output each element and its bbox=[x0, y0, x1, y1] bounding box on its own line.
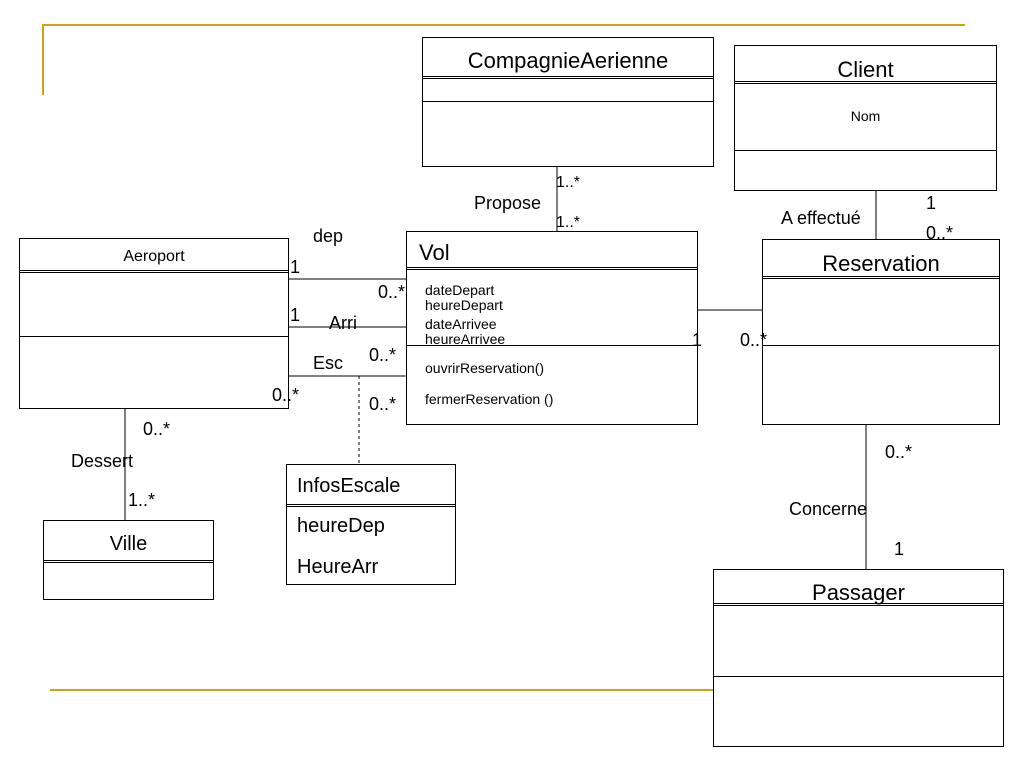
arri-label: Arri bbox=[329, 313, 357, 333]
effectue-mult-reservation: 0..* bbox=[926, 223, 954, 243]
class-separator bbox=[714, 603, 1003, 606]
class-separator bbox=[763, 345, 999, 346]
propose-mult-compagnie: 1..* bbox=[556, 174, 581, 191]
dessert-mult-ville: 1..* bbox=[128, 490, 156, 510]
class-client: Client Nom bbox=[734, 45, 997, 191]
dessert-label: Dessert bbox=[71, 451, 134, 471]
class-attribute: Nom bbox=[850, 108, 881, 124]
class-attribute: heureDepart bbox=[425, 297, 503, 313]
class-name: Client bbox=[837, 57, 894, 82]
concerne-label: Concerne bbox=[789, 499, 868, 519]
class-separator bbox=[20, 270, 288, 273]
dep-label: dep bbox=[313, 226, 344, 246]
propose-label: Propose bbox=[474, 193, 542, 213]
dessert-mult-aeroport: 0..* bbox=[143, 419, 171, 439]
dep-mult-vol: 0..* bbox=[378, 282, 406, 302]
concerne-mult-reservation: 0..* bbox=[885, 442, 913, 462]
esc-mult-aeroport: 0..* bbox=[272, 385, 300, 405]
class-attribute: HeureArr bbox=[297, 556, 379, 578]
dep-mult-aeroport: 1 bbox=[290, 257, 301, 277]
class-name: CompagnieAerienne bbox=[467, 48, 669, 73]
class-separator bbox=[407, 267, 697, 270]
class-separator bbox=[44, 560, 213, 563]
class-operation: ouvrirReservation() bbox=[425, 360, 545, 376]
esc-mult-vol: 0..* bbox=[369, 394, 397, 414]
class-separator bbox=[763, 276, 999, 279]
class-separator bbox=[423, 101, 713, 102]
class-compagnie-aerienne: CompagnieAerienne bbox=[422, 37, 714, 167]
arri-mult-aeroport: 1 bbox=[290, 305, 301, 325]
class-name: InfosEscale bbox=[297, 475, 401, 497]
class-reservation: Reservation bbox=[762, 239, 1000, 425]
class-attribute: dateDepart bbox=[425, 282, 495, 298]
class-attribute: heureArrivee bbox=[425, 331, 506, 347]
effectue-label: A effectué bbox=[781, 208, 861, 228]
class-operation: fermerReservation () bbox=[425, 391, 554, 407]
esc-mult-vol-upper: 0..* bbox=[369, 345, 397, 365]
class-separator bbox=[287, 504, 455, 507]
class-name: Ville bbox=[109, 533, 148, 555]
class-separator bbox=[407, 345, 697, 346]
class-attribute: heureDep bbox=[297, 515, 385, 537]
class-ville: Ville bbox=[43, 520, 214, 600]
class-infos-escale: InfosEscale heureDep HeureArr bbox=[286, 464, 456, 585]
vol-reservation-mult-reservation: 0..* bbox=[740, 330, 768, 350]
propose-mult-vol: 1..* bbox=[556, 214, 581, 231]
class-vol: Vol dateDepart heureDepart dateArrivee h… bbox=[406, 231, 698, 425]
class-name: Passager bbox=[812, 580, 905, 605]
class-separator bbox=[423, 76, 713, 79]
concerne-mult-passager: 1 bbox=[894, 539, 905, 559]
class-name: Vol bbox=[419, 240, 450, 265]
effectue-mult-client: 1 bbox=[926, 193, 937, 213]
class-separator bbox=[20, 336, 288, 337]
class-name: Reservation bbox=[822, 251, 940, 276]
class-separator bbox=[714, 676, 1003, 677]
class-separator bbox=[735, 81, 996, 84]
class-aeroport: Aeroport bbox=[19, 238, 289, 409]
class-attribute: dateArrivee bbox=[425, 316, 497, 332]
esc-label: Esc bbox=[313, 353, 344, 373]
class-name: Aeroport bbox=[123, 248, 185, 265]
class-passager: Passager bbox=[713, 569, 1004, 747]
class-separator bbox=[735, 150, 996, 151]
vol-reservation-mult-vol: 1 bbox=[692, 330, 703, 350]
